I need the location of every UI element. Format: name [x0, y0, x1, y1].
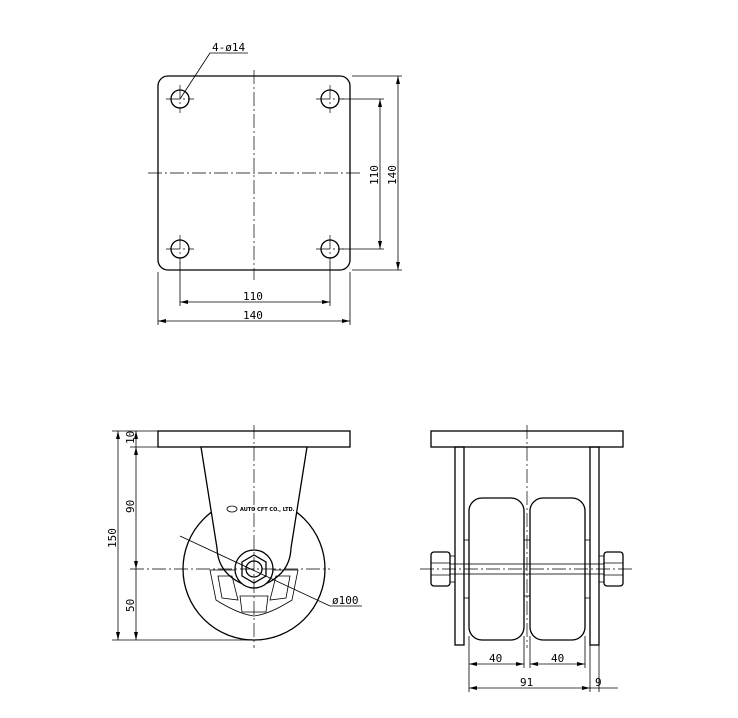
mounting-holes: [166, 85, 344, 263]
dim-plate-thickness: 10: [124, 431, 137, 444]
dim-wheel-width-2: 40: [551, 652, 564, 665]
dim-offset: 9: [595, 676, 602, 689]
top-view: 4-ø14 110 140 110 140: [148, 41, 402, 325]
side-brand-label: AUTO CFT CO., LTD.: [240, 507, 295, 513]
side-view: AUTO CFT CO., LTD. ø100 10 90 50 150: [106, 425, 362, 648]
dim-top-width-outer: 140: [243, 309, 263, 322]
dim-top-height-outer: 140: [386, 165, 399, 185]
front-view: 40 40 91 9: [420, 425, 634, 692]
dim-top-height-inner: 110: [368, 165, 381, 185]
front-fork-left: [454, 446, 465, 646]
dim-fork-height: 90: [124, 500, 137, 513]
front-fork-right: [589, 446, 600, 646]
dim-wheel-width-1: 40: [489, 652, 502, 665]
dim-total-width: 91: [520, 676, 533, 689]
dim-axle-height: 50: [124, 599, 137, 612]
dim-wheel-diameter: ø100: [332, 594, 359, 607]
hole-note-label: 4-ø14: [212, 41, 245, 54]
dim-top-width-inner: 110: [243, 290, 263, 303]
dim-total-height: 150: [106, 528, 119, 548]
